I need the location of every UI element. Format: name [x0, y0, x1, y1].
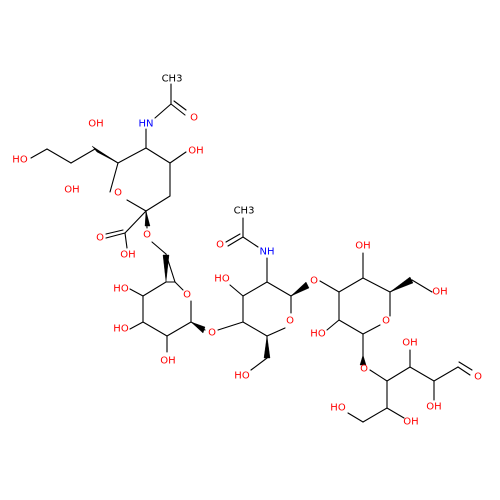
- stereo-wedge-bonds: [91, 145, 414, 366]
- methyl-label-top: CH3: [162, 74, 183, 85]
- amide-nitrogen-top: HN: [139, 119, 154, 130]
- aldehyde-oxygen: O: [474, 372, 482, 383]
- amide-nitrogen-mid: NH: [260, 247, 275, 258]
- hydroxyl-gal1-a: HO: [113, 284, 129, 295]
- hydroxyl-chain-1: OH: [402, 338, 417, 349]
- glycosidic-oxygen-gal1: O: [208, 328, 216, 339]
- hydroxyl-glycerol-2: HO: [12, 155, 28, 166]
- hydroxyl-chain-3: OH: [403, 417, 418, 428]
- hydroxymethyl-gal2: OH: [432, 287, 447, 298]
- carboxyl-oxygen: O: [96, 233, 104, 244]
- ring-oxygen-gal2: O: [382, 316, 390, 327]
- methyl-label-mid: CH3: [234, 206, 255, 217]
- hydroxyl-gal2-top: OH: [355, 241, 370, 252]
- glycosidic-oxygen-glcnac: O: [310, 276, 318, 287]
- hydroxyl-glcnac: HO: [214, 274, 230, 285]
- hydroxyl-gal1-c: OH: [160, 356, 175, 367]
- carboxyl-hydroxyl: OH: [120, 250, 135, 261]
- carbonyl-oxygen-mid: O: [216, 240, 224, 251]
- glycosidic-oxygen-gal2: O: [360, 364, 368, 375]
- ring-oxygen-sialic: O: [114, 188, 122, 199]
- hydroxyl-gal2-left: HO: [310, 329, 326, 340]
- hydroxyl-sialic-c4: OH: [188, 146, 203, 157]
- bond-network: [30, 83, 473, 423]
- hydroxyl-chain-4: HO: [330, 403, 346, 414]
- hydroxyl-glycerol-1: OH: [88, 119, 103, 130]
- ring-oxygen-gal1: O: [183, 290, 191, 301]
- carbonyl-oxygen-top: O: [190, 113, 198, 124]
- hydroxyl-glycerol-3: OH: [64, 185, 79, 196]
- hydroxyl-gal1-b: HO: [113, 324, 129, 335]
- hydroxymethyl-glcnac: HO: [234, 371, 250, 382]
- hydroxyl-chain-2: OH: [426, 402, 441, 413]
- ring-oxygen-glcnac: O: [286, 316, 294, 327]
- glycosidic-oxygen-sialic: O: [143, 230, 151, 241]
- atom-labels: CH3 O HN OH HO OH OH O O OH O CH3 O NH H…: [12, 74, 482, 428]
